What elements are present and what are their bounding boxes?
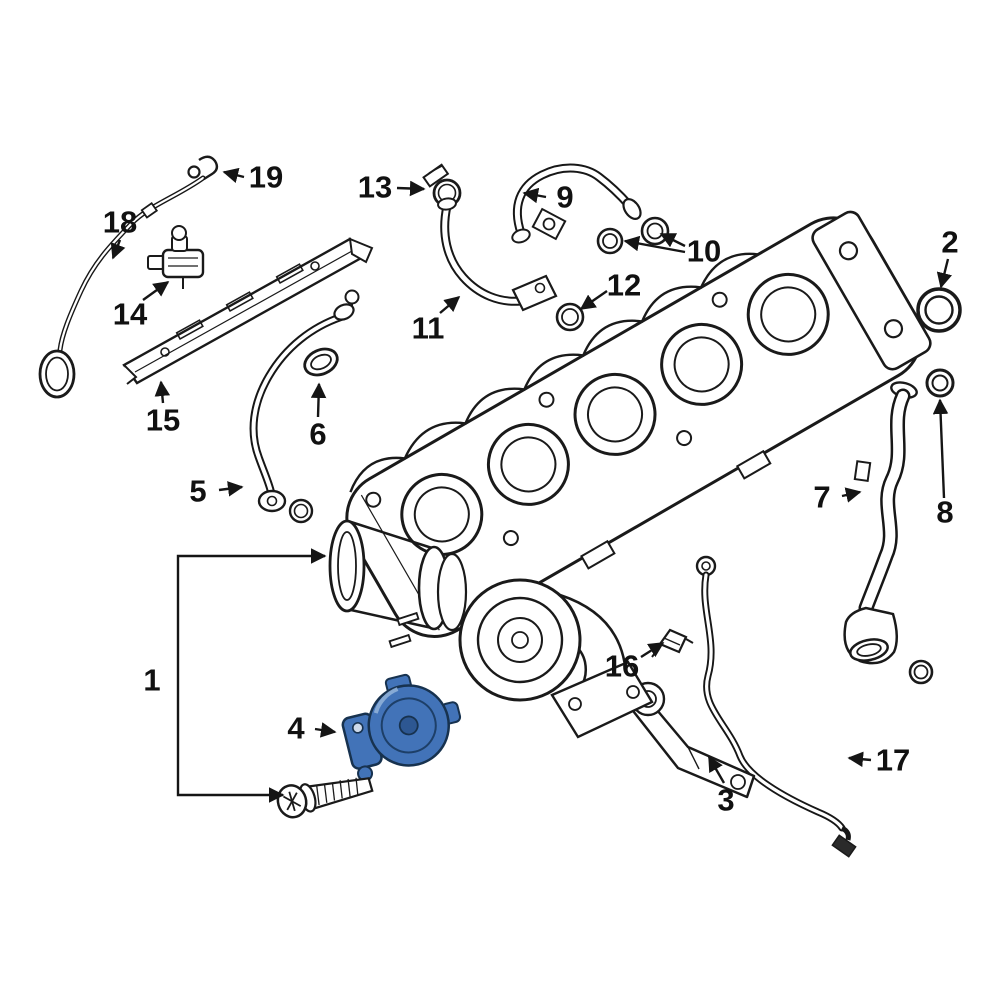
clip-19 [187,155,219,181]
leader-11 [439,295,461,314]
leader-4 [314,722,337,738]
leader-18 [110,239,126,260]
leader-10a [659,232,686,248]
actuator-canister-ring [380,697,437,754]
part-label-10: 10 [686,233,722,269]
leader-19 [222,167,245,183]
leader-6 [310,382,327,418]
actuator-hub [398,715,419,736]
wire-18 [38,175,206,399]
leader-15 [154,380,171,404]
part-label-19: 19 [248,159,284,195]
part-label-13: 13 [357,169,393,205]
leader-7 [841,487,862,503]
gasket-8 [925,368,955,398]
leader-9 [522,187,547,204]
leader-10b [623,235,686,254]
oil-line-17 [695,555,857,858]
leader-2 [936,258,952,289]
gasket-6 [303,347,339,377]
part-label-17: 17 [875,742,911,778]
wastegate-actuator-4-highlighted [341,673,462,782]
part-label-4: 4 [287,710,305,746]
part-label-7: 7 [813,479,831,515]
water-pipe-11 [437,197,558,312]
part-label-3: 3 [717,782,735,818]
leader-1-bracket [176,548,327,803]
turbocharger [328,519,654,739]
part-label-9: 9 [556,179,574,215]
seal-ring-2 [916,287,962,333]
hose-clamp-13 [422,163,462,208]
actuator-flange-hole [352,722,364,734]
part-label-12: 12 [606,267,642,303]
leader-16 [640,641,665,659]
part-label-2: 2 [941,224,959,260]
heat-shield-rail [122,237,374,385]
part-label-5: 5 [189,473,207,509]
leader-3 [707,755,726,784]
leader-5 [218,481,244,497]
valve-14 [147,225,205,289]
part-label-6: 6 [309,416,327,452]
part-label-14: 14 [112,296,148,332]
coolant-pipe-9 [511,163,642,244]
callout-leaders [110,167,952,803]
part-label-18: 18 [102,204,138,240]
seal-rings-10 [596,216,670,255]
actuator-highlight [373,687,399,714]
oil-pipe-5 [249,289,360,524]
part-label-8: 8 [936,494,954,530]
leader-17 [847,751,872,768]
exhaust-manifold [345,210,932,638]
leader-13 [396,180,426,197]
part-label-11: 11 [411,310,445,346]
clip-16 [651,628,694,658]
part-label-1: 1 [143,662,161,698]
leader-14 [142,281,170,301]
leader-12 [579,290,608,310]
seal-ring-12 [555,302,585,332]
part-label-15: 15 [145,402,181,438]
leader-8 [932,398,949,499]
part-label-16: 16 [604,648,640,684]
coolant-pipe-7 [843,381,934,685]
